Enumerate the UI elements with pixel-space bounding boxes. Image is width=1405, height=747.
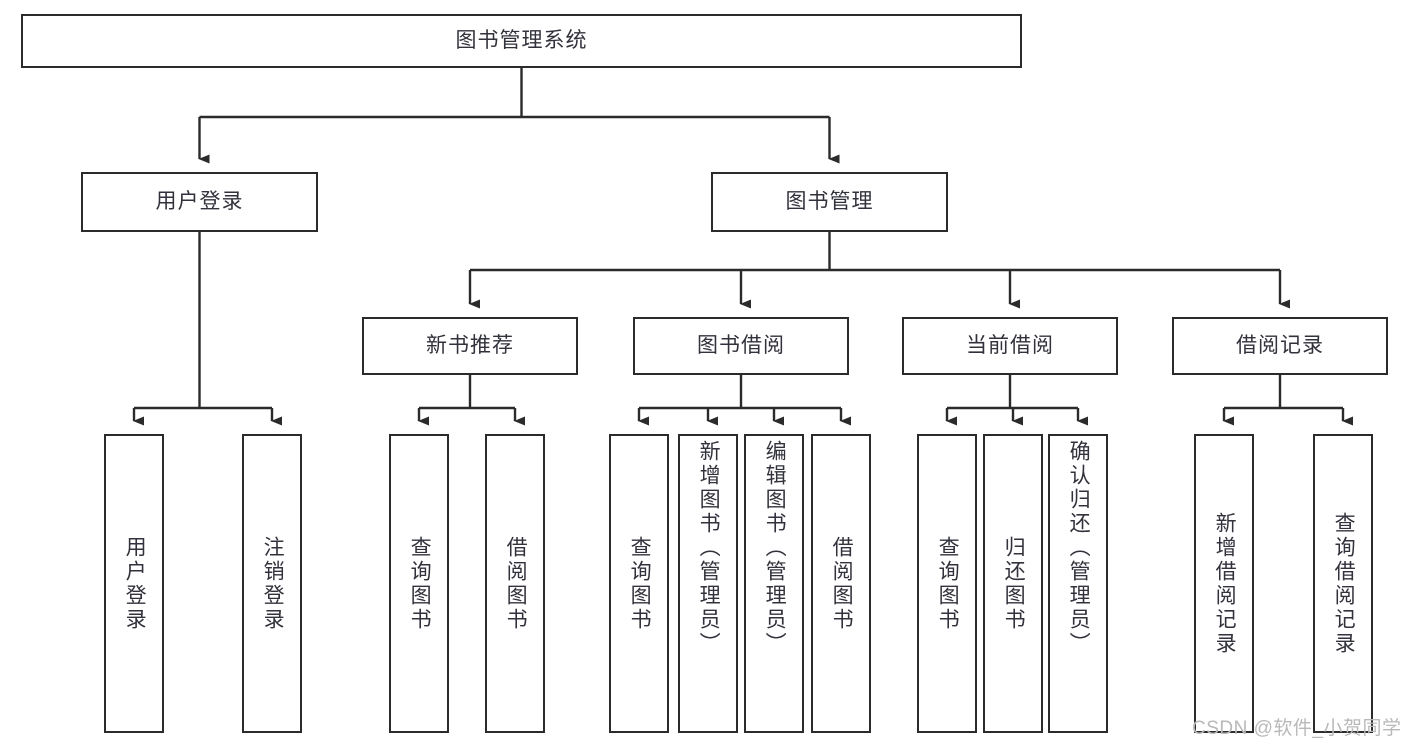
node-label-leaf-add-record: 新增借阅记录: [1213, 511, 1237, 656]
node-label-root: 图书管理系统: [455, 28, 588, 52]
node-label-user-login: 用户登录: [155, 189, 244, 213]
watermark-text: CSDN @软件_小贺同学: [1192, 718, 1402, 739]
node-label-leaf-user-login: 用户登录: [123, 535, 147, 632]
node-leaf-edit-book[interactable]: 编辑图书（管理员）: [744, 434, 804, 733]
node-leaf-query-book-1[interactable]: 查询图书: [389, 434, 449, 733]
node-current-borrow[interactable]: 当前借阅: [902, 317, 1118, 375]
node-label-leaf-query-book-1: 查询图书: [408, 535, 432, 632]
node-leaf-query-record[interactable]: 查询借阅记录: [1313, 434, 1373, 733]
node-leaf-user-logout[interactable]: 注销登录: [242, 434, 302, 733]
node-leaf-add-record[interactable]: 新增借阅记录: [1194, 434, 1254, 733]
node-label-leaf-return-book: 归还图书: [1002, 535, 1026, 632]
node-leaf-confirm-ret[interactable]: 确认归还（管理员）: [1048, 434, 1108, 733]
node-book-manage[interactable]: 图书管理: [711, 172, 948, 232]
node-root[interactable]: 图书管理系统: [21, 14, 1022, 68]
node-label-leaf-edit-book: 编辑图书（管理员）: [763, 440, 787, 656]
node-label-leaf-query-book-2: 查询图书: [628, 535, 652, 632]
node-leaf-user-login[interactable]: 用户登录: [104, 434, 164, 733]
node-label-leaf-borrow-book-1: 借阅图书: [504, 535, 528, 632]
node-label-borrow-record: 借阅记录: [1236, 333, 1324, 357]
node-label-book-manage: 图书管理: [785, 189, 874, 213]
node-user-login[interactable]: 用户登录: [81, 172, 318, 232]
node-label-leaf-confirm-ret: 确认归还（管理员）: [1067, 440, 1091, 656]
node-leaf-return-book[interactable]: 归还图书: [983, 434, 1043, 733]
node-borrow-record[interactable]: 借阅记录: [1172, 317, 1388, 375]
node-leaf-borrow-book-1[interactable]: 借阅图书: [485, 434, 545, 733]
node-label-current-borrow: 当前借阅: [966, 333, 1054, 357]
node-label-new-book-rec: 新书推荐: [426, 333, 514, 357]
node-leaf-query-book-3[interactable]: 查询图书: [917, 434, 977, 733]
node-label-leaf-query-record: 查询借阅记录: [1332, 511, 1356, 656]
node-new-book-rec[interactable]: 新书推荐: [362, 317, 578, 375]
node-label-leaf-borrow-book-2: 借阅图书: [830, 535, 854, 632]
node-label-leaf-query-book-3: 查询图书: [936, 535, 960, 632]
node-leaf-add-book[interactable]: 新增图书（管理员）: [678, 434, 738, 733]
node-label-leaf-user-logout: 注销登录: [261, 535, 285, 632]
node-leaf-query-book-2[interactable]: 查询图书: [609, 434, 669, 733]
node-label-leaf-add-book: 新增图书（管理员）: [697, 440, 721, 656]
node-label-book-borrow: 图书借阅: [697, 333, 785, 357]
node-leaf-borrow-book-2[interactable]: 借阅图书: [811, 434, 871, 733]
node-book-borrow[interactable]: 图书借阅: [633, 317, 849, 375]
